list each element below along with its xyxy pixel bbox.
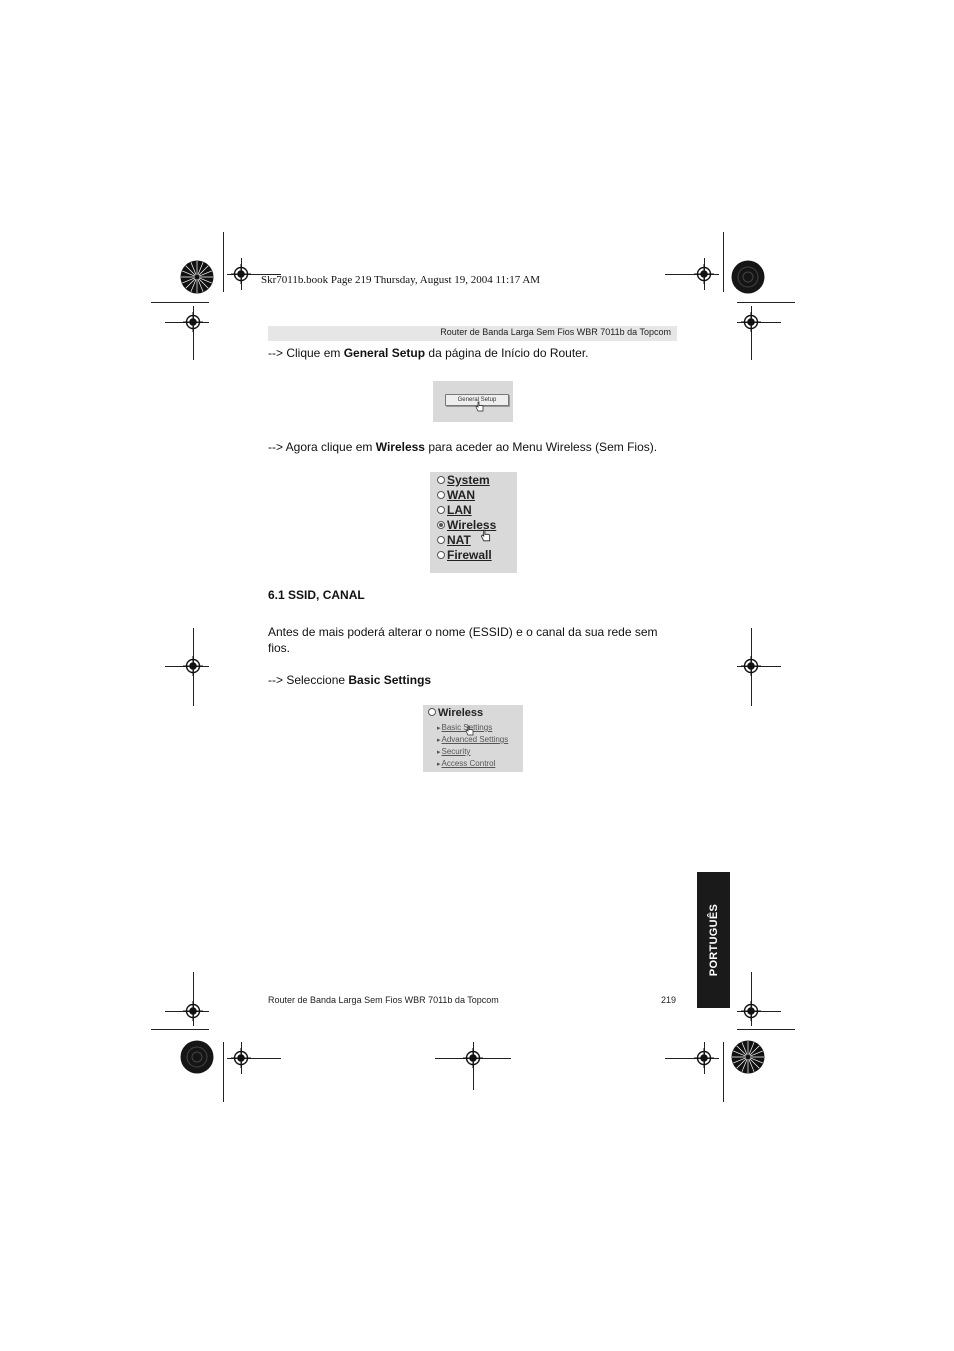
running-header-text: Router de Banda Larga Sem Fios WBR 7011b… [440, 327, 671, 337]
wireless-menu-title[interactable]: Wireless [428, 707, 483, 719]
main-menu-screenshot: System WAN LAN Wireless NAT Firewall [430, 472, 517, 573]
menu-item-firewall[interactable]: Firewall [437, 548, 492, 563]
general-setup-button[interactable]: General Setup [445, 394, 509, 406]
wireless-submenu-screenshot: Wireless ▸Basic Settings ▸Advanced Setti… [423, 705, 523, 772]
registration-mark-icon [183, 656, 203, 676]
language-tab-label: PORTUGUÊS [707, 903, 720, 977]
radio-bullet-icon [437, 505, 445, 514]
arrow-right-icon: ▸ [437, 749, 441, 756]
menu-item-wan[interactable]: WAN [437, 488, 475, 503]
submenu-item-access-control[interactable]: ▸Access Control [437, 759, 496, 768]
radio-bullet-icon [428, 708, 436, 717]
step-basic-settings: --> Seleccione Basic Settings [268, 673, 432, 687]
menu-item-system[interactable]: System [437, 473, 490, 488]
arrow-right-icon: ▸ [437, 725, 441, 732]
running-header: Router de Banda Larga Sem Fios WBR 7011b… [268, 326, 677, 341]
registration-mark-icon [463, 1048, 483, 1068]
arrow-right-icon: ▸ [437, 761, 441, 768]
menu-item-wireless[interactable]: Wireless [437, 518, 496, 533]
registration-mark-icon [741, 656, 761, 676]
hand-cursor-icon [475, 401, 484, 412]
submenu-item-security[interactable]: ▸Security [437, 747, 471, 756]
arrow-right-icon: ▸ [437, 737, 441, 744]
radio-bullet-selected-icon [437, 520, 445, 529]
language-tab: PORTUGUÊS [697, 872, 730, 1008]
registration-mark-icon [741, 312, 761, 332]
menu-item-nat[interactable]: NAT [437, 533, 471, 548]
book-info-slug: Skr7011b.book Page 219 Thursday, August … [261, 274, 541, 286]
registration-mark-icon [694, 1048, 714, 1068]
general-setup-screenshot: General Setup [433, 381, 513, 422]
starburst-target-icon [180, 260, 214, 294]
starburst-target-icon [731, 260, 765, 294]
hand-cursor-icon [480, 529, 491, 542]
footer-title: Router de Banda Larga Sem Fios WBR 7011b… [268, 995, 499, 1005]
hand-cursor-icon [465, 725, 474, 736]
registration-mark-icon [694, 264, 714, 284]
intro-paragraph: Antes de mais poderá alterar o nome (ESS… [268, 625, 658, 655]
radio-bullet-icon [437, 490, 445, 499]
registration-mark-icon [183, 1001, 203, 1021]
registration-mark-icon [231, 1048, 251, 1068]
general-setup-emphasis: General Setup [343, 346, 426, 360]
step-wireless: --> Agora clique em Wireless para aceder… [268, 440, 658, 454]
starburst-target-icon [731, 1040, 765, 1074]
basic-settings-emphasis: Basic Settings [348, 673, 432, 687]
wireless-emphasis: Wireless [375, 440, 425, 454]
radio-bullet-icon [437, 475, 445, 484]
registration-mark-icon [741, 1001, 761, 1021]
section-heading: 6.1 SSID, CANAL [268, 588, 365, 602]
radio-bullet-icon [437, 535, 445, 544]
registration-mark-icon [231, 264, 251, 284]
starburst-target-icon [180, 1040, 214, 1074]
registration-mark-icon [183, 312, 203, 332]
step-general-setup: --> Clique em General Setup da página de… [268, 346, 589, 360]
submenu-item-advanced-settings[interactable]: ▸Advanced Settings [437, 735, 509, 744]
menu-item-lan[interactable]: LAN [437, 503, 472, 518]
page-number: 219 [661, 995, 677, 1005]
radio-bullet-icon [437, 550, 445, 559]
submenu-item-basic-settings[interactable]: ▸Basic Settings [437, 723, 493, 732]
